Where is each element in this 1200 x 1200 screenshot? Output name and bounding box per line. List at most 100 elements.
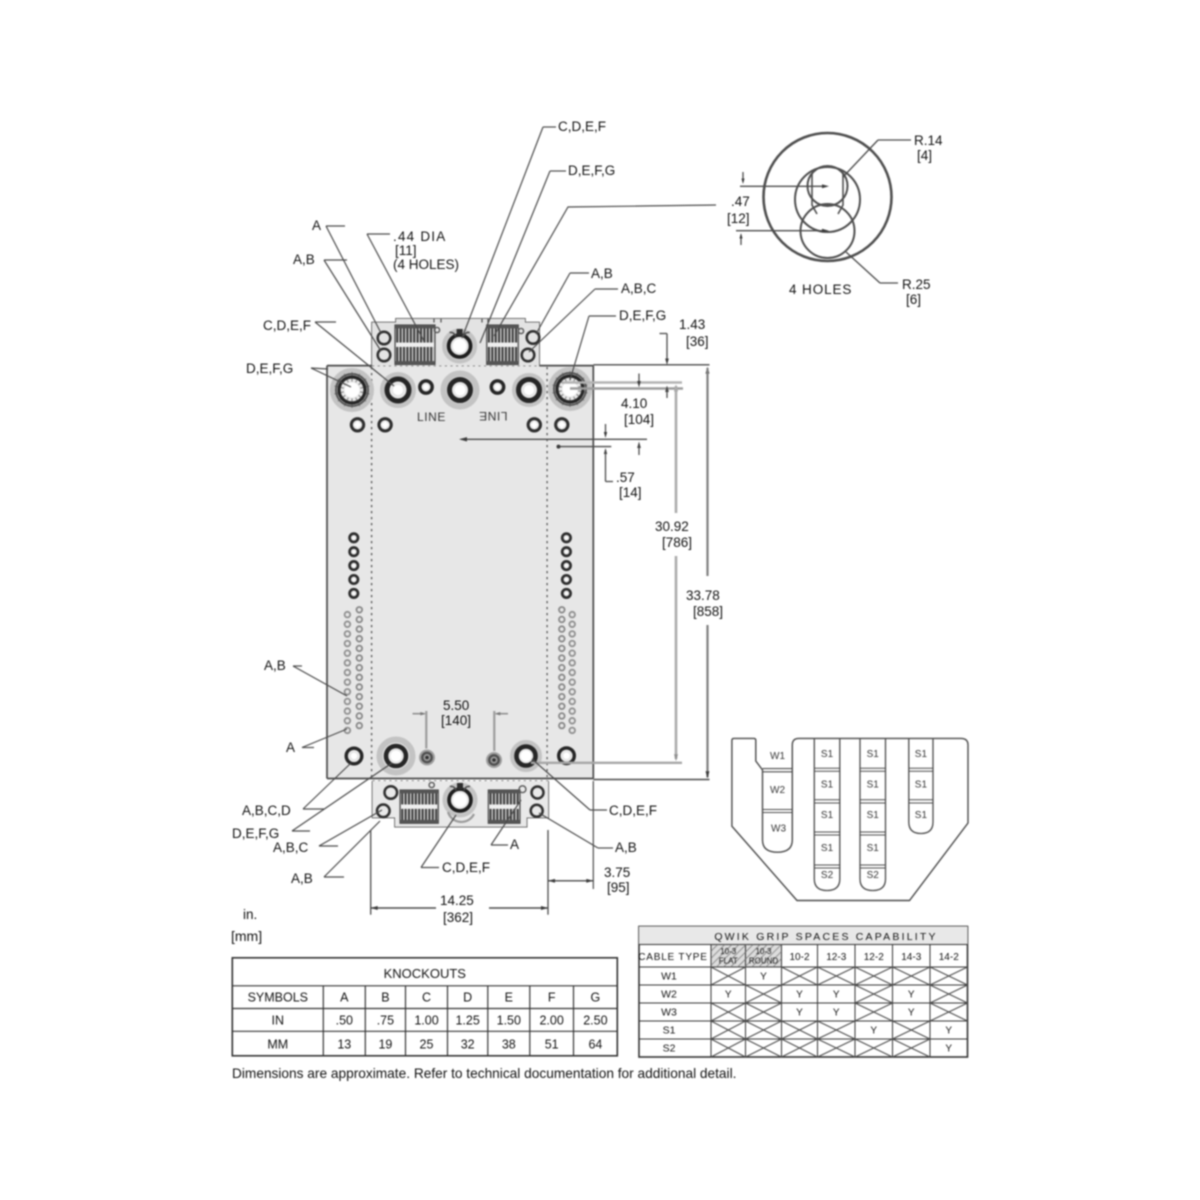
svg-text:Dimensions are approximate. Re: Dimensions are approximate. Refer to tec… xyxy=(232,1066,736,1081)
svg-text:A: A xyxy=(286,740,295,755)
svg-text:Y: Y xyxy=(796,1008,803,1019)
svg-text:E: E xyxy=(505,991,513,1005)
svg-text:Y: Y xyxy=(796,990,803,1001)
svg-text:A,B: A,B xyxy=(591,266,613,281)
svg-text:1.00: 1.00 xyxy=(414,1014,438,1028)
svg-text:[14]: [14] xyxy=(619,485,642,500)
svg-text:C: C xyxy=(422,991,431,1005)
svg-text:[858]: [858] xyxy=(693,604,723,619)
svg-text:1.50: 1.50 xyxy=(497,1014,521,1028)
svg-text:MM: MM xyxy=(267,1038,288,1052)
svg-text:1.25: 1.25 xyxy=(455,1014,479,1028)
svg-text:C,D,E,F: C,D,E,F xyxy=(442,860,490,875)
svg-text:A: A xyxy=(312,218,321,233)
svg-text:C,D,E,F: C,D,E,F xyxy=(558,119,606,134)
svg-text:14-3: 14-3 xyxy=(901,952,921,963)
svg-text:10-2: 10-2 xyxy=(789,952,809,963)
svg-text:G: G xyxy=(591,991,601,1005)
svg-text:QWIK GRIP SPACES CAPABILITY: QWIK GRIP SPACES CAPABILITY xyxy=(714,931,937,943)
svg-text:.57: .57 xyxy=(616,470,635,485)
svg-text:[362]: [362] xyxy=(443,910,473,925)
svg-text:A,B,C,D: A,B,C,D xyxy=(242,803,291,818)
svg-text:[6]: [6] xyxy=(906,292,921,307)
svg-text:B: B xyxy=(381,991,389,1005)
svg-text:Y: Y xyxy=(908,1008,915,1019)
svg-text:FLAT: FLAT xyxy=(719,957,738,966)
svg-text:D,E,F,G: D,E,F,G xyxy=(619,308,666,323)
svg-text:R.25: R.25 xyxy=(902,277,931,292)
svg-text:A,B: A,B xyxy=(264,658,286,673)
svg-text:S1: S1 xyxy=(821,780,834,791)
svg-text:33.78: 33.78 xyxy=(686,588,720,603)
svg-text:W3: W3 xyxy=(771,824,786,835)
svg-text:2.00: 2.00 xyxy=(539,1014,563,1028)
svg-text:D,E,F,G: D,E,F,G xyxy=(246,361,293,376)
svg-text:in.: in. xyxy=(243,907,257,922)
svg-text:[mm]: [mm] xyxy=(231,928,262,944)
svg-text:W1: W1 xyxy=(770,751,785,762)
svg-text:D: D xyxy=(463,991,472,1005)
svg-text:W3: W3 xyxy=(661,1007,677,1019)
svg-text:W2: W2 xyxy=(661,989,677,1001)
svg-text:Y: Y xyxy=(945,1044,952,1055)
svg-text:Y: Y xyxy=(908,990,915,1001)
svg-text:S2: S2 xyxy=(663,1043,676,1055)
svg-text:5.50: 5.50 xyxy=(443,698,469,713)
svg-text:LINE: LINE xyxy=(417,410,446,424)
svg-text:Y: Y xyxy=(870,1026,877,1037)
svg-text:[36]: [36] xyxy=(686,334,709,349)
svg-text:KNOCKOUTS: KNOCKOUTS xyxy=(384,966,467,981)
svg-text:.47: .47 xyxy=(731,194,750,209)
svg-text:S1: S1 xyxy=(821,749,834,760)
svg-text:S1: S1 xyxy=(867,843,880,854)
svg-text:Y: Y xyxy=(760,972,767,983)
svg-text:30.92: 30.92 xyxy=(655,519,689,534)
svg-text:38: 38 xyxy=(502,1038,516,1052)
svg-text:F: F xyxy=(548,991,556,1005)
svg-text:10-3: 10-3 xyxy=(720,947,737,956)
svg-text:S1: S1 xyxy=(867,780,880,791)
svg-text:12-2: 12-2 xyxy=(864,952,884,963)
svg-text:.75: .75 xyxy=(377,1014,394,1028)
svg-text:LINE: LINE xyxy=(478,409,507,423)
svg-text:A: A xyxy=(510,837,519,852)
svg-text:32: 32 xyxy=(461,1038,475,1052)
svg-text:10-3: 10-3 xyxy=(755,947,772,956)
svg-text:S2: S2 xyxy=(821,870,834,881)
svg-text:Y: Y xyxy=(833,1008,840,1019)
svg-text:A,B: A,B xyxy=(615,840,637,855)
svg-text:SYMBOLS: SYMBOLS xyxy=(248,991,308,1005)
svg-text:D,E,F,G: D,E,F,G xyxy=(232,826,279,841)
svg-text:25: 25 xyxy=(420,1038,434,1052)
svg-text:A: A xyxy=(340,991,349,1005)
svg-text:C,D,E,F: C,D,E,F xyxy=(263,318,311,333)
svg-text:ROUND: ROUND xyxy=(749,957,779,966)
svg-text:14-2: 14-2 xyxy=(939,952,959,963)
svg-text:S1: S1 xyxy=(915,810,928,821)
svg-text:64: 64 xyxy=(588,1038,602,1052)
svg-text:3.75: 3.75 xyxy=(604,865,630,880)
svg-text:[95]: [95] xyxy=(607,880,630,895)
svg-text:4 HOLES: 4 HOLES xyxy=(789,282,852,297)
svg-text:.50: .50 xyxy=(336,1014,353,1028)
svg-text:S1: S1 xyxy=(867,810,880,821)
svg-text:S1: S1 xyxy=(821,843,834,854)
svg-text:4.10: 4.10 xyxy=(621,396,647,411)
svg-text:13: 13 xyxy=(337,1038,351,1052)
svg-text:51: 51 xyxy=(545,1038,559,1052)
svg-text:A,B,C: A,B,C xyxy=(621,281,657,296)
svg-text:S1: S1 xyxy=(867,749,880,760)
svg-text:S1: S1 xyxy=(915,749,928,760)
svg-text:[11]: [11] xyxy=(395,243,417,258)
svg-text:S1: S1 xyxy=(915,780,928,791)
svg-text:C,D,E,F: C,D,E,F xyxy=(609,803,657,818)
svg-text:[104]: [104] xyxy=(624,412,654,427)
svg-text:Y: Y xyxy=(725,990,732,1001)
svg-text:19: 19 xyxy=(378,1038,392,1052)
svg-text:IN: IN xyxy=(272,1014,285,1028)
svg-text:[786]: [786] xyxy=(662,535,692,550)
svg-text:W2: W2 xyxy=(770,785,785,796)
svg-text:.44 DIA: .44 DIA xyxy=(393,229,446,244)
svg-text:S2: S2 xyxy=(867,870,880,881)
svg-text:[4]: [4] xyxy=(917,148,932,163)
